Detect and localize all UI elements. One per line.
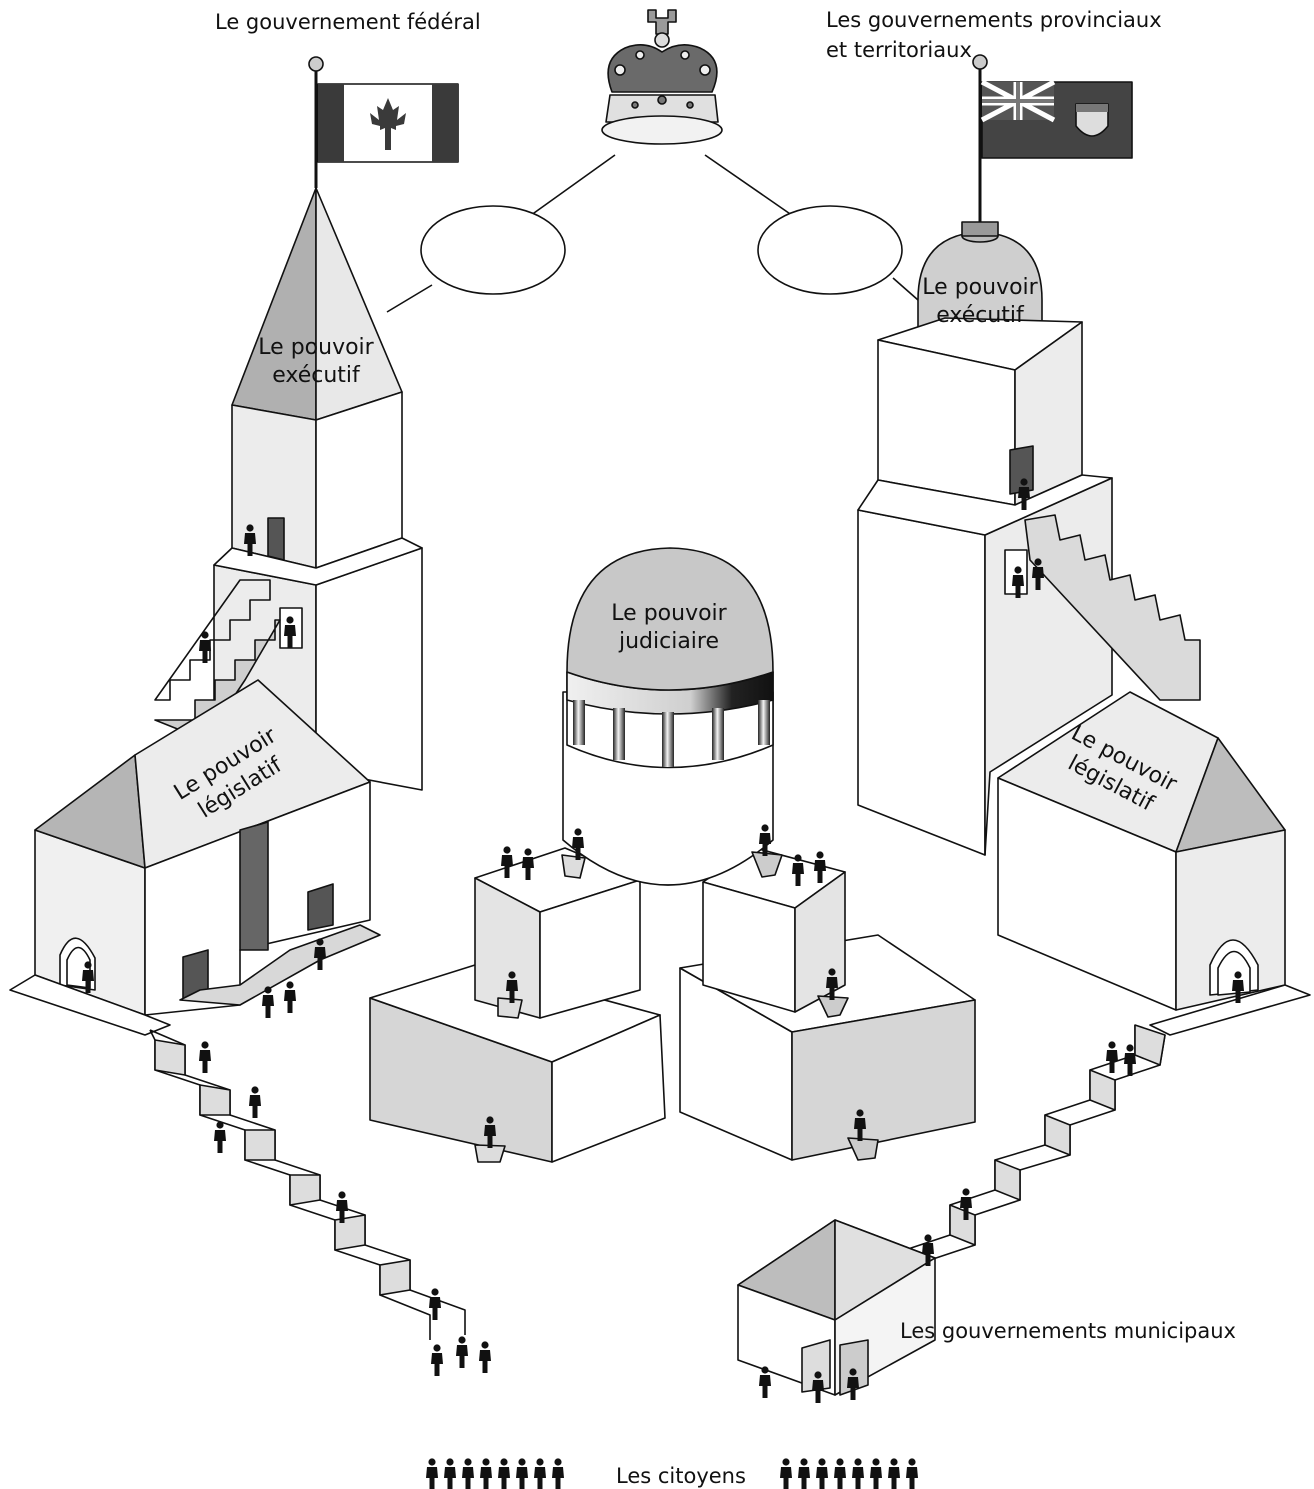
municipal-building: [737, 1219, 936, 1396]
federal-executive-label-line2: exécutif: [272, 363, 361, 388]
left-staircase: [149, 1029, 466, 1340]
citizens-right-group: [780, 1458, 918, 1489]
federal-executive-tower: [154, 187, 423, 791]
crown-icon: [601, 9, 723, 145]
provincial-legislative-house: [997, 691, 1311, 1036]
federal-executive-label-line1: Le pouvoir: [258, 335, 374, 360]
provincial-executive-label-line1: Le pouvoir: [922, 275, 1038, 300]
municipal-government-label: Les gouvernements municipaux: [900, 1319, 1236, 1343]
federal-government-label: Le gouvernement fédéral: [215, 10, 481, 34]
provincial-government-label-line2: et territoriaux: [826, 38, 972, 62]
provincial-oval: [757, 205, 903, 295]
canada-flag-icon: [308, 56, 459, 188]
citizens-left-group: [426, 1458, 564, 1489]
citizens-label: Les citoyens: [616, 1464, 746, 1488]
judicial-label-line1: Le pouvoir: [611, 601, 727, 626]
judicial-building: [369, 547, 976, 1163]
federal-legislative-house: [9, 679, 381, 1036]
provincial-government-label-line1: Les gouvernements provinciaux: [826, 8, 1162, 32]
connector-lines: [386, 154, 919, 313]
judicial-label-line2: judiciaire: [618, 629, 719, 654]
right-staircase: [869, 1024, 1166, 1296]
provincial-executive-tower: [857, 221, 1201, 856]
judicial-columns: [573, 700, 770, 767]
provincial-executive-label-line2: exécutif: [936, 303, 1025, 328]
federal-oval: [420, 205, 566, 295]
provincial-flag-icon: [972, 54, 1133, 222]
